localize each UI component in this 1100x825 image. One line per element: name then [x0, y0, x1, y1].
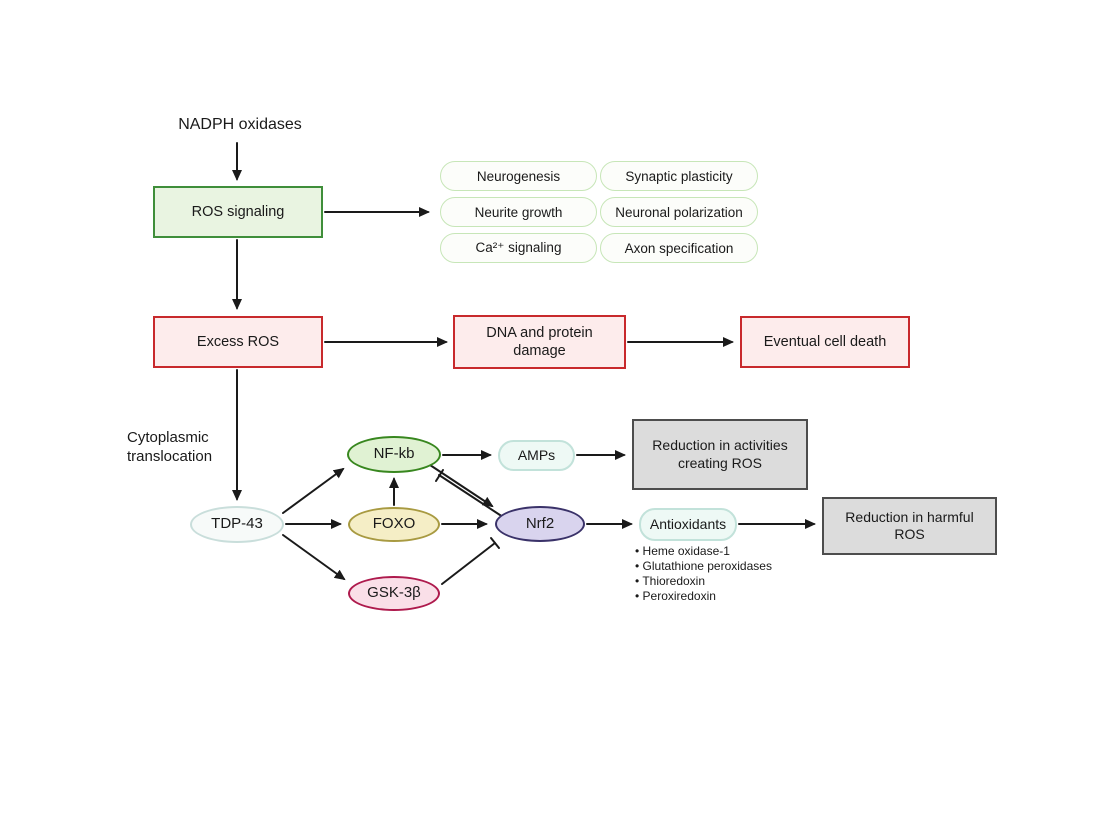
- antioxidant-item: • Heme oxidase-1: [635, 544, 730, 558]
- ros-function-pill-ca-signaling: Ca²⁺ signaling: [440, 233, 597, 263]
- inhibition-bar-nrf2-to-nfkb: [435, 469, 444, 482]
- amps-label: AMPs: [517, 446, 556, 463]
- antioxidant-item: • Glutathione peroxidases: [635, 559, 772, 573]
- ros-function-pill-grid: Neurogenesis Synaptic plasticity Neurite…: [440, 161, 758, 263]
- ros-function-pill-neurogenesis: Neurogenesis: [440, 161, 597, 191]
- ros-function-pill-neuronal-polarization: Neuronal polarization: [600, 197, 758, 227]
- ros-function-pill-synaptic-plasticity: Synaptic plasticity: [600, 161, 758, 191]
- antioxidants-label: Antioxidants: [649, 515, 727, 532]
- ros-signaling-box: ROS signaling: [153, 186, 323, 238]
- inhibition-bar-gsk3b-to-nrf2: [490, 537, 500, 549]
- cytoplasmic-translocation-label: Cytoplasmic translocation: [127, 429, 213, 465]
- antioxidant-item: • Peroxiredoxin: [635, 589, 716, 603]
- dna-protein-damage-box: DNA and protein damage: [453, 315, 626, 369]
- ros-signaling-label: ROS signaling: [191, 203, 285, 220]
- nrf2-ellipse: Nrf2: [495, 506, 585, 542]
- reduction-harmful-box: Reduction in harmful ROS: [822, 497, 997, 555]
- tdp43-ellipse: TDP-43: [190, 506, 284, 543]
- antioxidant-examples-list: • Heme oxidase-1 • Glutathione peroxidas…: [635, 544, 772, 604]
- arrow-tdp43-to-nfkb: [282, 467, 345, 514]
- eventual-cell-death-label: Eventual cell death: [763, 333, 887, 350]
- nfkb-label: NF-kb: [373, 445, 415, 463]
- dna-protein-damage-label: DNA and protein damage: [486, 324, 593, 359]
- nrf2-label: Nrf2: [525, 514, 555, 532]
- antioxidant-item: • Thioredoxin: [635, 574, 706, 588]
- nadph-oxidases-label: NADPH oxidases: [178, 116, 302, 133]
- tdp43-label: TDP-43: [211, 515, 263, 533]
- excess-ros-box: Excess ROS: [153, 316, 323, 368]
- ros-function-pill-neurite-growth: Neurite growth: [440, 197, 597, 227]
- reduction-activities-label: Reduction in activities creating ROS: [652, 437, 788, 471]
- amps-pill: AMPs: [498, 440, 575, 471]
- foxo-label: FOXO: [372, 515, 416, 533]
- ros-function-pill-axon-specification: Axon specification: [600, 233, 758, 263]
- foxo-ellipse: FOXO: [348, 507, 440, 542]
- gsk3b-label: GSK-3β: [367, 584, 421, 602]
- arrow-nfkb-to-nrf2: [429, 464, 494, 508]
- nfkb-ellipse: NF-kb: [347, 436, 441, 473]
- eventual-cell-death-box: Eventual cell death: [740, 316, 910, 368]
- inhibition-line-nrf2-to-nfkb: [438, 474, 504, 518]
- excess-ros-label: Excess ROS: [196, 333, 280, 350]
- reduction-harmful-label: Reduction in harmful ROS: [845, 508, 974, 543]
- reduction-activities-box: Reduction in activities creating ROS: [632, 419, 808, 490]
- arrow-tdp43-to-gsk3b: [282, 534, 346, 581]
- antioxidants-pill: Antioxidants: [639, 508, 737, 541]
- gsk3b-ellipse: GSK-3β: [348, 576, 440, 611]
- inhibition-line-gsk3b-to-nrf2: [441, 542, 496, 585]
